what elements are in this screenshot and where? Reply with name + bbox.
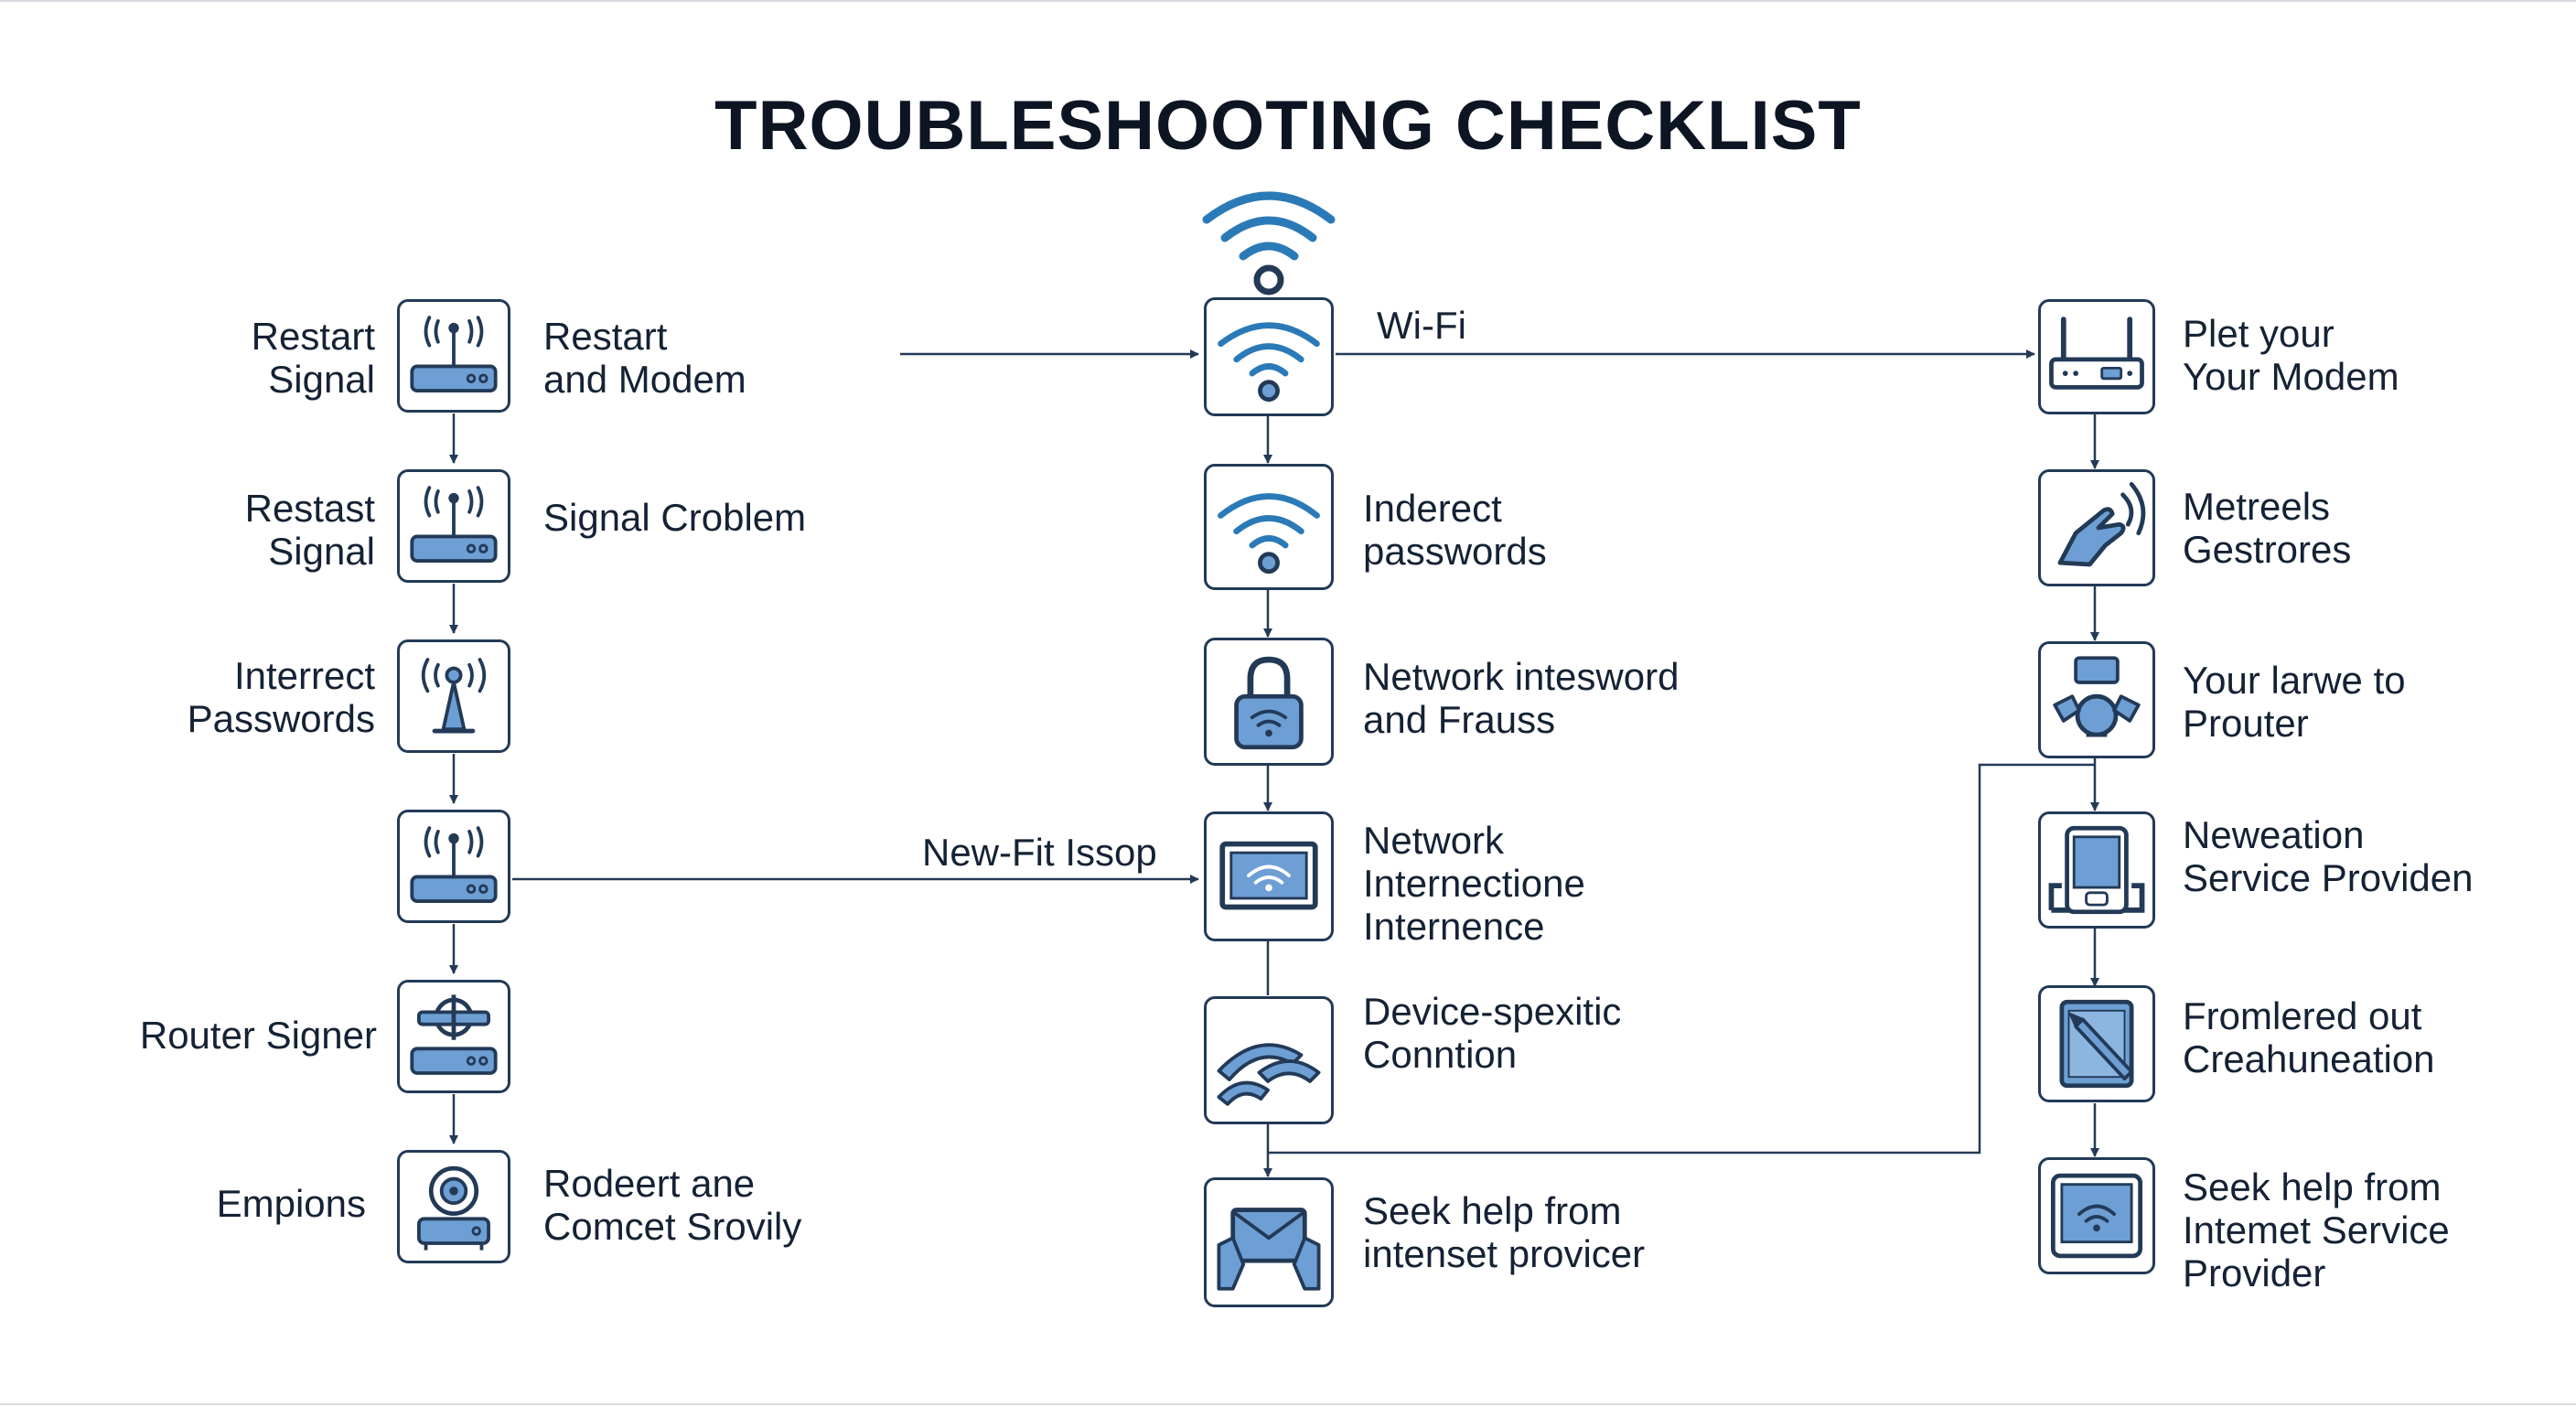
right-step-6[interactable] xyxy=(2038,1157,2155,1274)
center-step-5[interactable] xyxy=(1204,996,1334,1124)
left-step-6[interactable] xyxy=(397,1150,510,1263)
right-step-4-label: Neweation Service Providen xyxy=(2183,813,2474,899)
center-step-4-label: Network Internectione Internence xyxy=(1363,819,1585,948)
phone-icon xyxy=(2048,825,2145,915)
center-step-6[interactable] xyxy=(1204,1177,1334,1307)
left-step-6-right-label: Rodeert ane Comcet Srovily xyxy=(543,1162,802,1248)
center-step-3-label: Network intesword and Frauss xyxy=(1363,655,1680,741)
right-step-3-label: Your larwe to Prouter xyxy=(2183,659,2406,745)
antenna-tower-icon xyxy=(421,658,487,734)
center-step-1-label: Wi-Fi xyxy=(1377,304,1466,347)
right-step-1-label: Plet your Your Modem xyxy=(2183,312,2399,398)
right-step-2[interactable] xyxy=(2038,469,2155,586)
padlock-wifi-icon xyxy=(1234,656,1304,750)
left-step-1-left-label: Restart Signal xyxy=(251,315,375,401)
wifi-icon xyxy=(1218,493,1320,575)
wifi-symbol-icon xyxy=(1202,191,1336,295)
left-step-2-right-label: Signal Croblem xyxy=(543,496,807,539)
left-step-5[interactable] xyxy=(397,980,510,1093)
left-step-1[interactable] xyxy=(397,299,510,413)
modem-target-icon xyxy=(417,1165,490,1251)
right-step-5-label: Fromlered out Creahuneation xyxy=(2183,994,2435,1080)
router-icon xyxy=(410,826,498,903)
right-step-5[interactable] xyxy=(2038,985,2155,1102)
router-signer-icon xyxy=(410,994,498,1075)
center-step-5-label: Device-spexitic Conntion xyxy=(1363,990,1622,1076)
hand-gesture-icon xyxy=(2057,481,2146,567)
connector-label: New-Fit Issop xyxy=(922,831,1157,874)
wifi-waves-icon xyxy=(1217,1043,1321,1106)
router-icon xyxy=(410,316,498,392)
gadgets-icon xyxy=(2053,656,2141,737)
right-step-1[interactable] xyxy=(2038,299,2155,414)
center-step-6-label: Seek help from intenset provicer xyxy=(1363,1189,1646,1275)
wifi-icon xyxy=(1218,322,1320,403)
left-step-6-left-label: Empions xyxy=(216,1182,366,1225)
tablet-pen-icon xyxy=(2059,999,2134,1089)
right-step-3[interactable] xyxy=(2038,641,2155,758)
right-step-6-label: Seek help from Intemet Service Provider xyxy=(2183,1165,2450,1294)
center-step-2[interactable] xyxy=(1204,464,1334,590)
page-title: TROUBLESHOOTING CHECKLIST xyxy=(714,87,1862,165)
tablet-wifi-icon xyxy=(2050,1173,2143,1259)
modem-icon xyxy=(2049,317,2144,390)
router-icon xyxy=(410,486,498,563)
left-step-3[interactable] xyxy=(397,639,510,753)
left-step-1-right-label: Restart and Modem xyxy=(543,315,746,401)
monitor-wifi-icon xyxy=(1219,841,1318,910)
left-step-2-left-label: Restast Signal xyxy=(244,487,375,573)
center-step-2-label: Inderect passwords xyxy=(1363,487,1547,573)
center-step-1[interactable] xyxy=(1204,297,1334,416)
right-step-4[interactable] xyxy=(2038,811,2155,929)
left-step-4[interactable] xyxy=(397,810,510,923)
left-step-5-left-label: Router Signer xyxy=(139,1014,377,1057)
left-step-2[interactable] xyxy=(397,469,510,583)
center-step-3[interactable] xyxy=(1204,638,1334,766)
hands-envelope-icon xyxy=(1217,1208,1321,1291)
left-step-3-left-label: Interrect Passwords xyxy=(187,654,375,740)
right-step-2-label: Metreels Gestrores xyxy=(2183,485,2352,571)
center-step-4[interactable] xyxy=(1204,811,1334,941)
